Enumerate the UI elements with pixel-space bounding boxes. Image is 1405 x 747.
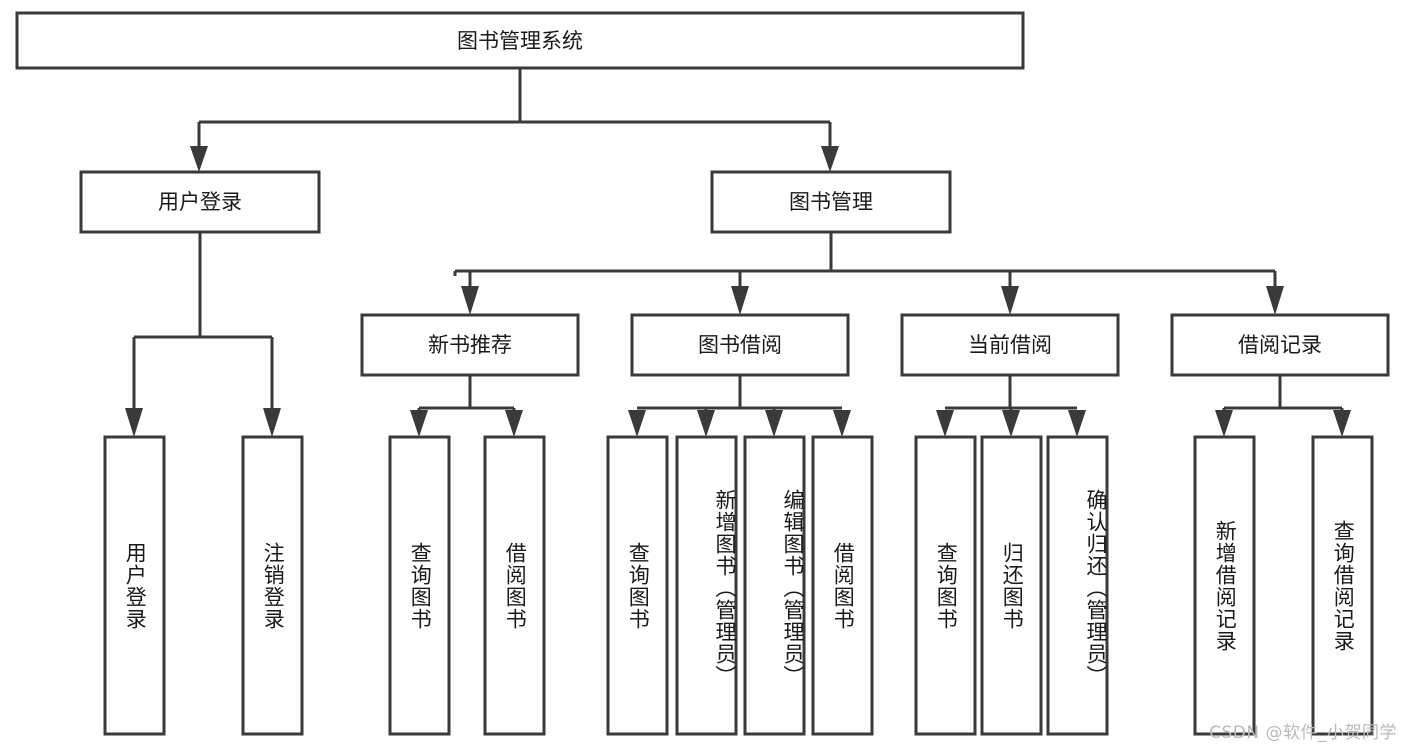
node-book-borrow-label: 图书借阅 (698, 333, 782, 357)
node-new-book-recommend-label: 新书推荐 (428, 333, 512, 357)
leaf-box-query-book-3[interactable] (914, 435, 977, 736)
leaf-box-edit-book[interactable] (743, 435, 806, 736)
arrowhead-leaf-add-book (697, 410, 715, 437)
arrowhead-leaf-query-book-1 (410, 410, 428, 437)
arrowhead-leaf-add-record (1215, 410, 1233, 437)
leaf-box-borrow-book-2[interactable] (811, 435, 874, 736)
arrowhead-leaf-logout-login (263, 408, 281, 437)
arrowhead-leaf-query-book-2 (628, 410, 646, 437)
arrowhead-leaf-borrow-book-1 (505, 410, 523, 437)
leaf-box-query-record[interactable] (1311, 435, 1374, 736)
node-root-label: 图书管理系统 (457, 29, 583, 53)
node-current-borrow-label: 当前借阅 (968, 333, 1052, 357)
node-user-login-label: 用户登录 (158, 190, 242, 214)
node-root-box[interactable] (15, 11, 1025, 70)
node-new-book-recommend-box[interactable] (360, 313, 580, 377)
arrowhead-user-login (190, 146, 208, 172)
arrowhead-leaf-borrow-book-2 (833, 410, 851, 437)
arrowhead-current-borrow (1001, 286, 1019, 315)
leaf-box-add-record[interactable] (1193, 435, 1256, 736)
leaf-box-confirm-return[interactable] (1046, 435, 1109, 736)
leaf-box-return-book[interactable] (980, 435, 1043, 736)
node-book-management-box[interactable] (710, 170, 952, 234)
leaf-box-add-book[interactable] (675, 435, 738, 736)
node-book-management-label: 图书管理 (789, 190, 873, 214)
arrowhead-book-borrow (731, 286, 749, 315)
arrowhead-leaf-return-book (1002, 410, 1020, 437)
arrowhead-new-book-recommend (461, 286, 479, 315)
arrowhead-leaf-query-book-3 (936, 410, 954, 437)
csdn-watermark: CSDN @软件_小贺同学 (1209, 723, 1397, 743)
arrowhead-book-management (821, 146, 839, 172)
arrowhead-borrow-record (1266, 286, 1284, 315)
arrowhead-leaf-confirm-return (1068, 410, 1086, 437)
arrowhead-leaf-edit-book (765, 410, 783, 437)
node-borrow-record-label: 借阅记录 (1238, 333, 1322, 357)
leaf-box-logout-login[interactable] (241, 435, 304, 736)
arrowhead-leaf-query-record (1333, 410, 1351, 437)
leaf-box-query-book-1[interactable] (388, 435, 451, 736)
leaf-box-query-book-2[interactable] (606, 435, 669, 736)
leaf-box-borrow-book-1[interactable] (483, 435, 546, 736)
arrowhead-leaf-user-login (125, 408, 143, 437)
leaf-box-user-login[interactable] (103, 435, 166, 736)
